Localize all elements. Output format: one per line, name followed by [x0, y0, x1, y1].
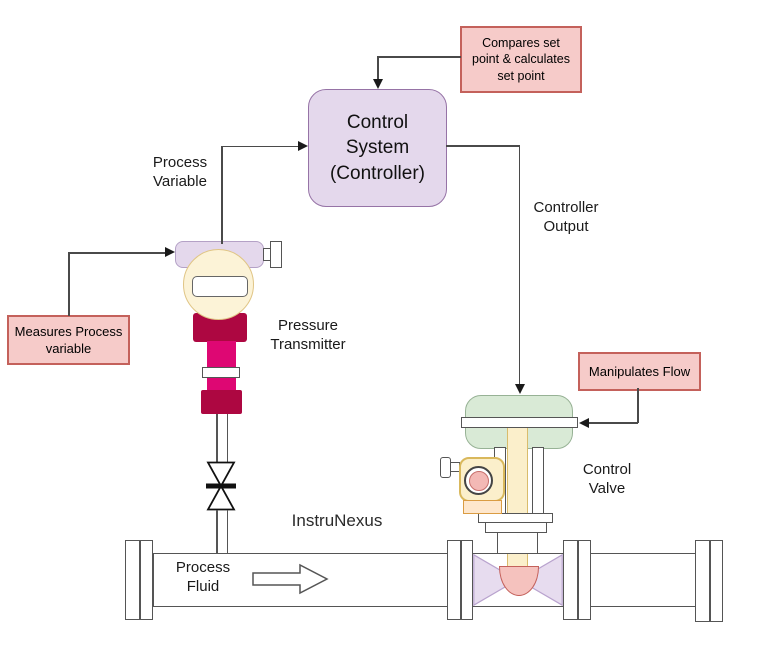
control-system-box: Control System (Controller) [308, 89, 447, 207]
control-valve-label: Control Valve [582, 461, 632, 498]
arrowhead-into-controller-left [298, 141, 308, 151]
note-compares-setpoint: Compares set point & calculates set poin… [460, 26, 582, 93]
connector-manipulates-h [587, 422, 638, 424]
transmitter-conduit-cap [270, 241, 282, 268]
brand-label: InstruNexus [291, 511, 383, 530]
impulse-line-left-upper [216, 414, 218, 463]
pressure-transmitter-label: Pressure Transmitter [270, 317, 346, 354]
manual-isolation-valve [206, 461, 236, 511]
pipe-flange-right [695, 540, 723, 622]
transmitter-neck-band [202, 367, 240, 378]
connector-pv-h [221, 145, 301, 147]
connector-output-h [446, 145, 520, 147]
connector-measures-h [68, 252, 168, 254]
process-fluid-label: Process Fluid [175, 559, 231, 596]
valve-yoke-right [532, 447, 544, 514]
process-pipe [153, 553, 696, 607]
connector-output-v [518, 145, 520, 386]
note-compares-text: Compares set point & calculates set poin… [472, 35, 570, 83]
valve-bonnet [497, 532, 538, 554]
connector-manipulates-v [637, 388, 639, 423]
transmitter-neck [207, 341, 236, 391]
valve-body-bowtie [473, 554, 563, 606]
connector-measures-v [68, 252, 70, 316]
actuator-diaphragm-plate [461, 417, 578, 428]
positioner-base [463, 500, 502, 514]
impulse-line-right-upper [226, 414, 228, 463]
connector-compares-v [377, 56, 379, 81]
transmitter-display [192, 276, 248, 297]
control-system-label: Control System (Controller) [329, 111, 426, 184]
note-measures-pv: Measures Process variable [7, 315, 130, 365]
controller-output-label: Controller Output [533, 199, 599, 236]
flow-direction-arrow [252, 563, 329, 595]
arrowhead-into-transmitter [165, 247, 175, 257]
connector-compares-h [377, 56, 461, 58]
transmitter-block-lower [201, 390, 242, 414]
arrowhead-into-controller-top [373, 79, 383, 89]
positioner-gauge-face [469, 471, 489, 491]
valve-flange-right [563, 540, 591, 620]
note-manipulates-text: Manipulates Flow [588, 363, 691, 379]
arrowhead-into-diaphragm [579, 418, 589, 428]
arrowhead-into-actuator [514, 384, 525, 394]
valve-flange-left [447, 540, 473, 620]
impulse-line-right-lower [226, 510, 228, 554]
impulse-line-left-lower [216, 510, 218, 554]
connector-pv-v [221, 145, 223, 244]
process-variable-label: Process Variable [152, 154, 208, 191]
pipe-flange-left [125, 540, 153, 620]
note-manipulates-flow: Manipulates Flow [578, 352, 701, 391]
note-measures-text: Measures Process variable [14, 323, 123, 356]
